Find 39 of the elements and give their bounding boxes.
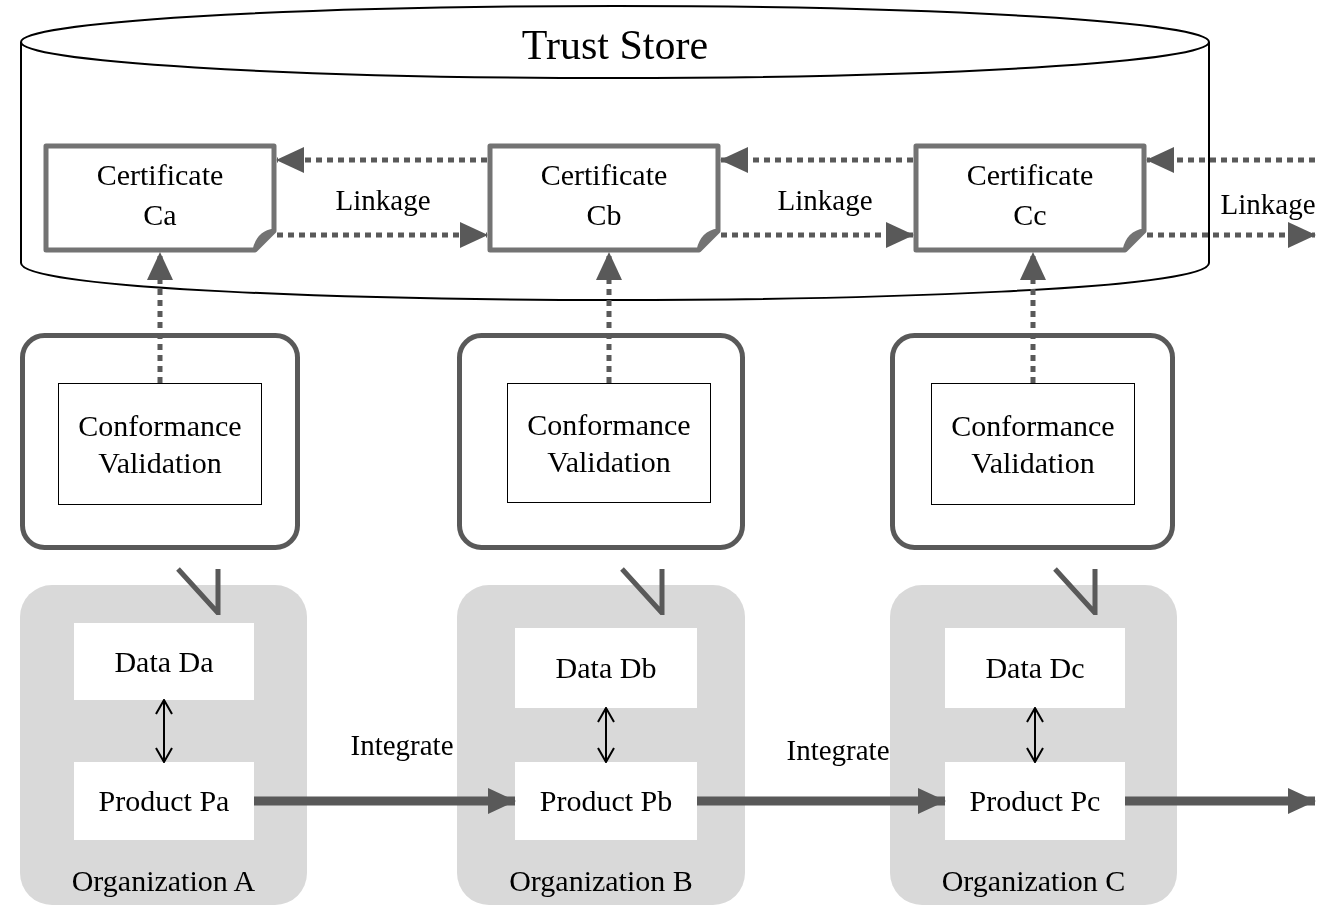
organization-panel — [890, 585, 1177, 905]
dashed-arrow — [147, 252, 173, 383]
edge-label: Integrate — [786, 732, 890, 768]
edge-label: Linkage — [1220, 186, 1316, 222]
validation-box: Conformance Validation — [507, 383, 711, 503]
certificate-label: Certificate Cc — [965, 157, 1095, 233]
organization-label: Organization A — [70, 862, 257, 899]
validation-box: Conformance Validation — [931, 383, 1135, 505]
dashed-arrow — [721, 222, 914, 248]
organization-label: Organization B — [508, 862, 694, 899]
arrow — [1026, 707, 1044, 763]
organization-panel — [457, 585, 745, 905]
arrow — [1125, 788, 1316, 814]
dashed-arrow — [720, 147, 913, 173]
store-title: Trust Store — [520, 21, 710, 70]
validation-box: Conformance Validation — [58, 383, 262, 505]
arrow — [597, 707, 615, 763]
arrow — [155, 699, 173, 763]
dashed-arrow — [1146, 147, 1315, 173]
certificate-label: Certificate Cb — [539, 157, 669, 233]
dashed-arrow — [1147, 222, 1316, 248]
data-box: Data Da — [74, 623, 254, 700]
data-box: Data Db — [515, 628, 697, 708]
certificate-label: Certificate Ca — [95, 157, 225, 233]
edge-label: Linkage — [335, 182, 431, 218]
dashed-arrow — [596, 252, 622, 383]
dashed-arrow — [276, 147, 487, 173]
data-box: Product Pa — [74, 762, 254, 840]
arrow — [697, 788, 946, 814]
data-box: Product Pb — [515, 762, 697, 840]
dashed-arrow — [277, 222, 488, 248]
dashed-arrow — [1020, 252, 1046, 383]
data-box: Product Pc — [945, 762, 1125, 840]
arrow — [254, 788, 516, 814]
edge-label: Integrate — [350, 727, 454, 763]
edge-label: Linkage — [777, 182, 873, 218]
organization-label: Organization C — [940, 862, 1127, 899]
organization-panel — [20, 585, 307, 905]
data-box: Data Dc — [945, 628, 1125, 708]
